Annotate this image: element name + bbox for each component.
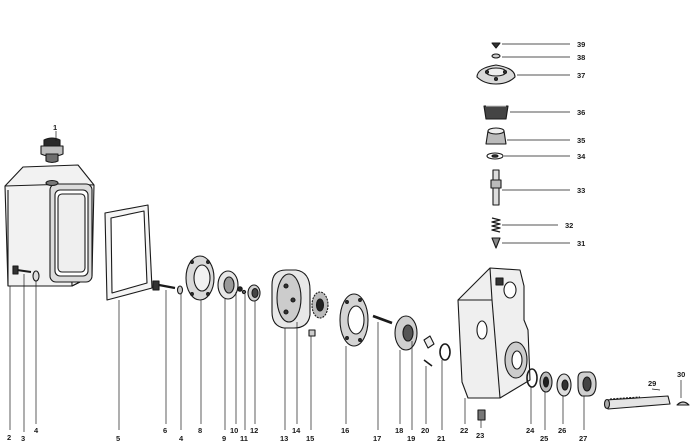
part-34-washer: [486, 152, 504, 160]
part-38-washer: [491, 53, 501, 59]
part-27-bearing: [577, 371, 597, 397]
part-4-washer-2: [176, 285, 184, 295]
callout-13: 13: [280, 434, 288, 443]
callout-35: 35: [577, 136, 585, 145]
callout-21: 21: [437, 434, 445, 443]
callout-24: 24: [526, 426, 535, 435]
callout-1: 1: [53, 123, 57, 132]
callout-36: 36: [577, 108, 585, 117]
callout-3: 3: [21, 434, 25, 443]
housing-cover: [4, 164, 95, 287]
callout-20: 20: [421, 426, 429, 435]
callout-17: 17: [373, 434, 381, 443]
callout-16: 16: [341, 426, 349, 435]
callout-18: 18: [395, 426, 403, 435]
callout-6: 6: [163, 426, 167, 435]
callout-8: 8: [198, 426, 202, 435]
part-37-cap: [476, 64, 516, 85]
part-8-plate: [185, 255, 215, 301]
part-9-disc: [217, 270, 239, 300]
callout-32: 32: [565, 221, 573, 230]
callout-5: 5: [116, 434, 120, 443]
part-3-screw: [12, 265, 32, 275]
leader-lines: [9, 43, 682, 432]
callout-9: 9: [222, 434, 226, 443]
part-29-shaft: [603, 395, 671, 410]
callout-4b: 4: [179, 434, 184, 443]
part-18-hub: [394, 315, 418, 351]
part-35-bushing: [485, 127, 507, 145]
callout-14: 14: [292, 426, 301, 435]
part-21-ring: [439, 343, 451, 361]
part-33-valve-stem: [490, 169, 502, 206]
callout-10: 10: [230, 426, 238, 435]
part-4-washer: [32, 270, 40, 282]
callout-38: 38: [577, 53, 585, 62]
part-22-main-body: [457, 267, 531, 399]
callout-37: 37: [577, 71, 585, 80]
part-39-screw: [491, 42, 501, 49]
part-31-valve: [491, 237, 501, 249]
callout-19: 19: [407, 434, 415, 443]
part-25-bearing: [539, 371, 553, 393]
part-13-gear-housing: [271, 269, 311, 329]
callout-15: 15: [306, 434, 314, 443]
part-32-spring: [491, 217, 501, 233]
part-30-key: [676, 401, 690, 406]
callout-33: 33: [577, 186, 585, 195]
part-16-flange: [339, 293, 369, 347]
callout-39: 39: [577, 40, 585, 49]
part-14-gear: [311, 291, 329, 319]
callout-30: 30: [677, 370, 685, 379]
part-24-seal: [526, 368, 538, 388]
part-10-11-pins: [237, 286, 247, 295]
part-17-pin: [372, 314, 393, 325]
part-20-key: [423, 335, 435, 367]
part-12-bushing: [247, 284, 261, 302]
callout-4: 4: [34, 426, 39, 435]
part-26-washer: [556, 373, 572, 397]
callout-labels: 1 2 3 4 5 6 4 8 9 10 11 12 13 14 15 16 1…: [7, 40, 685, 443]
part-15-key: [308, 329, 316, 337]
part-23-plug: [477, 409, 486, 421]
callout-26: 26: [558, 426, 566, 435]
callout-23: 23: [476, 431, 484, 440]
callout-11: 11: [240, 434, 248, 443]
callout-25: 25: [540, 434, 548, 443]
callout-31: 31: [577, 239, 585, 248]
callout-27: 27: [579, 434, 587, 443]
part-5-gasket: [104, 204, 153, 301]
callout-22: 22: [460, 426, 468, 435]
callout-12: 12: [250, 426, 258, 435]
callout-2: 2: [7, 433, 11, 442]
callout-34: 34: [577, 152, 586, 161]
callout-29: 29: [648, 379, 656, 388]
part-36-nut: [483, 105, 509, 120]
part-6-bolt: [152, 280, 176, 291]
part-1-filler-cap: [40, 137, 64, 164]
